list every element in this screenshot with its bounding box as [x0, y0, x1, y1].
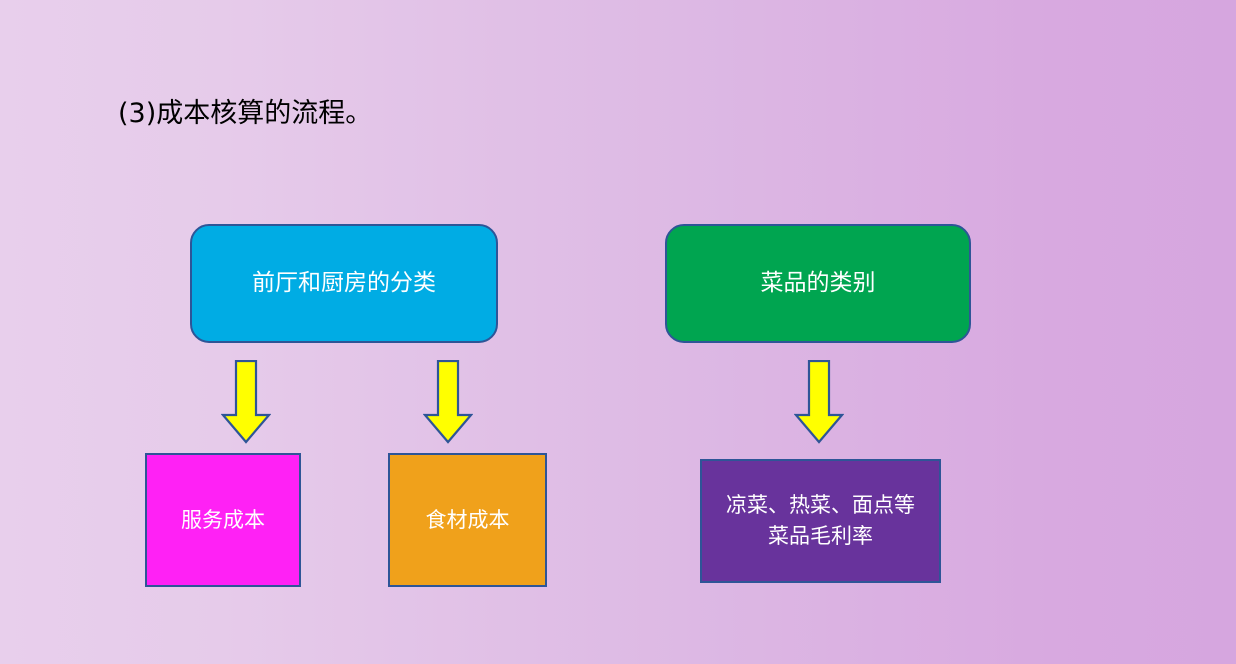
page-title: (3)成本核算的流程。 [118, 98, 373, 129]
arrow-down-icon-dish [794, 360, 844, 444]
node-dish-types-label: 凉菜、热菜、面点等 菜品毛利率 [726, 493, 915, 548]
node-ingredient-cost[interactable]: 食材成本 [388, 453, 547, 587]
arrow-down-icon-ingredient [423, 360, 473, 444]
node-front-kitchen[interactable]: 前厅和厨房的分类 [190, 224, 498, 343]
node-dish-category[interactable]: 菜品的类别 [665, 224, 971, 343]
node-service-cost[interactable]: 服务成本 [145, 453, 301, 587]
arrow-down-icon-service [221, 360, 271, 444]
node-ingredient-cost-label: 食材成本 [425, 507, 510, 532]
node-dish-category-label: 菜品的类别 [760, 270, 876, 296]
node-front-kitchen-label: 前厅和厨房的分类 [252, 270, 436, 296]
node-service-cost-label: 服务成本 [181, 507, 265, 532]
node-dish-types[interactable]: 凉菜、热菜、面点等 菜品毛利率 [700, 459, 941, 583]
